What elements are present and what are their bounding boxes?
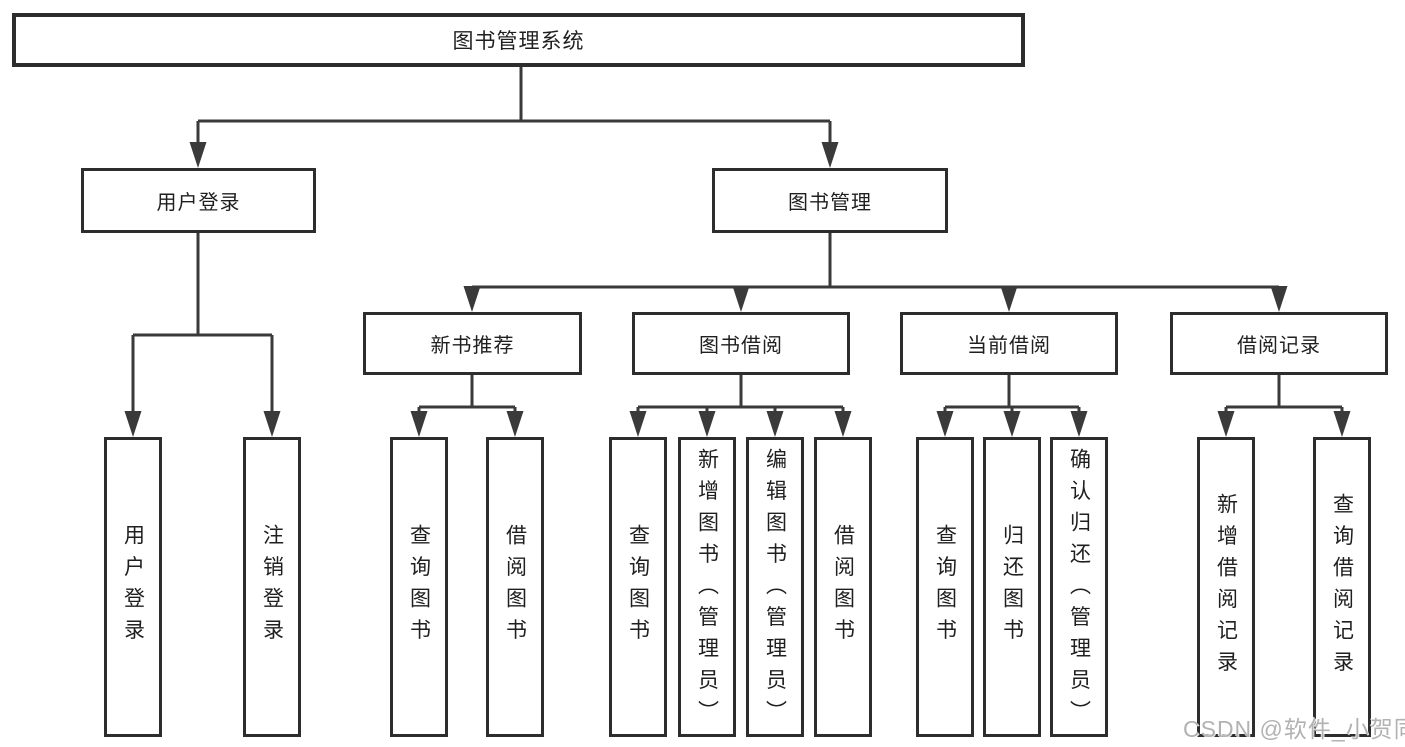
leaf-add-borrow-record: 新增借阅记录 [1197,437,1255,737]
leaf-query-borrow-record: 查询借阅记录 [1313,437,1371,737]
leaf-borrow-books: 借阅图书 [814,437,872,737]
leaf-edit-book-admin: 编辑图书（管理员） [746,437,804,737]
leaf-return-book: 归还图书 [983,437,1041,737]
leaf-query-books-current: 查询图书 [916,437,974,737]
node-library-management-system: 图书管理系统 [12,13,1025,67]
node-book-borrowing: 图书借阅 [632,312,850,375]
leaf-query-books-borrow: 查询图书 [609,437,667,737]
leaf-logout: 注销登录 [243,437,301,737]
csdn-watermark: CSDN @软件_小贺同学 [1183,716,1405,742]
leaf-query-books-recommend: 查询图书 [390,437,448,737]
leaf-user-login: 用户登录 [104,437,162,737]
node-new-book-recommendation: 新书推荐 [363,312,582,375]
node-current-borrowing: 当前借阅 [900,312,1118,375]
node-user-login: 用户登录 [81,168,316,233]
leaf-confirm-return-admin: 确认归还（管理员） [1050,437,1108,737]
leaf-borrow-books-recommend: 借阅图书 [486,437,544,737]
node-book-management: 图书管理 [712,168,948,233]
leaf-add-book-admin: 新增图书（管理员） [678,437,736,737]
node-borrowing-records: 借阅记录 [1170,312,1388,375]
arrowheads [124,142,1351,437]
